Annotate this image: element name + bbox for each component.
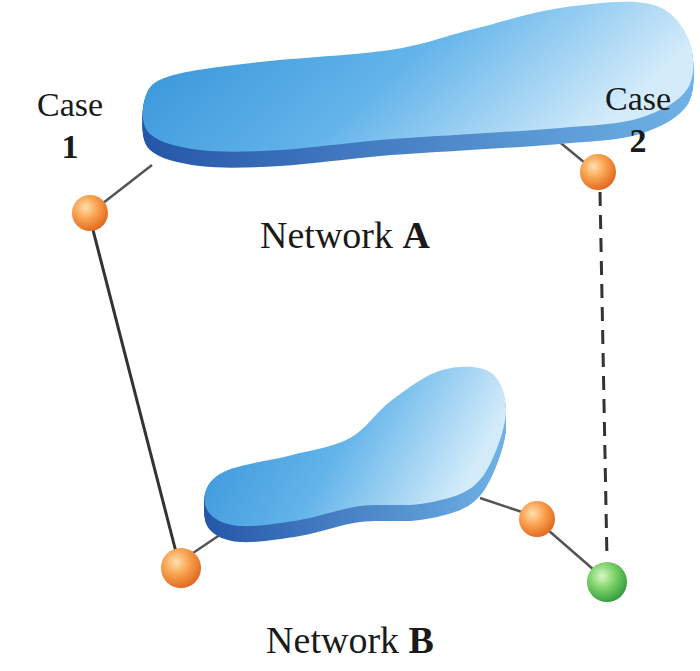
slab-top [204,367,506,526]
link-line [98,165,152,207]
case-label: Case 2 [598,78,678,162]
network-label: Network B [266,618,434,662]
link-line [480,498,522,512]
network-slab: Network B [190,360,520,671]
case-node [72,195,108,231]
case-label: Case 1 [30,84,110,168]
link-line [548,530,594,570]
link-line [93,230,176,552]
new-node [587,562,627,602]
case-node [580,154,616,190]
dashed-link [600,192,607,560]
network-label: Network A [260,213,430,257]
slab-side [143,3,694,153]
slab-top [143,2,694,152]
network-slab: Network A [130,0,700,270]
link-lines [93,130,607,570]
network-node [161,548,201,588]
network-node [519,501,555,537]
slab-side [204,368,506,527]
